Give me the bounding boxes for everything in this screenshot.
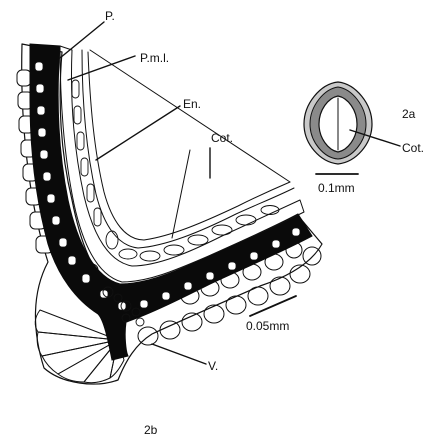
panel-label-2a: 2a <box>402 107 416 121</box>
scale-bar-b <box>250 296 296 316</box>
endosperm-cells <box>72 80 279 261</box>
label-cotyledon-b: Cot. <box>211 131 233 145</box>
panel-label-2b: 2b <box>144 423 158 437</box>
label-vascular: V. <box>208 359 218 373</box>
scale-label-b: 0.05mm <box>246 319 289 333</box>
label-pml: P.m.l. <box>140 51 169 65</box>
label-cotyledon-a: Cot. <box>402 141 424 155</box>
seed-section-drawing <box>17 44 322 384</box>
label-pericarp: P. <box>105 9 115 23</box>
seed-outline-drawing <box>304 82 372 164</box>
label-endosperm: En. <box>183 97 201 111</box>
scale-label-a: 0.1mm <box>318 181 355 195</box>
